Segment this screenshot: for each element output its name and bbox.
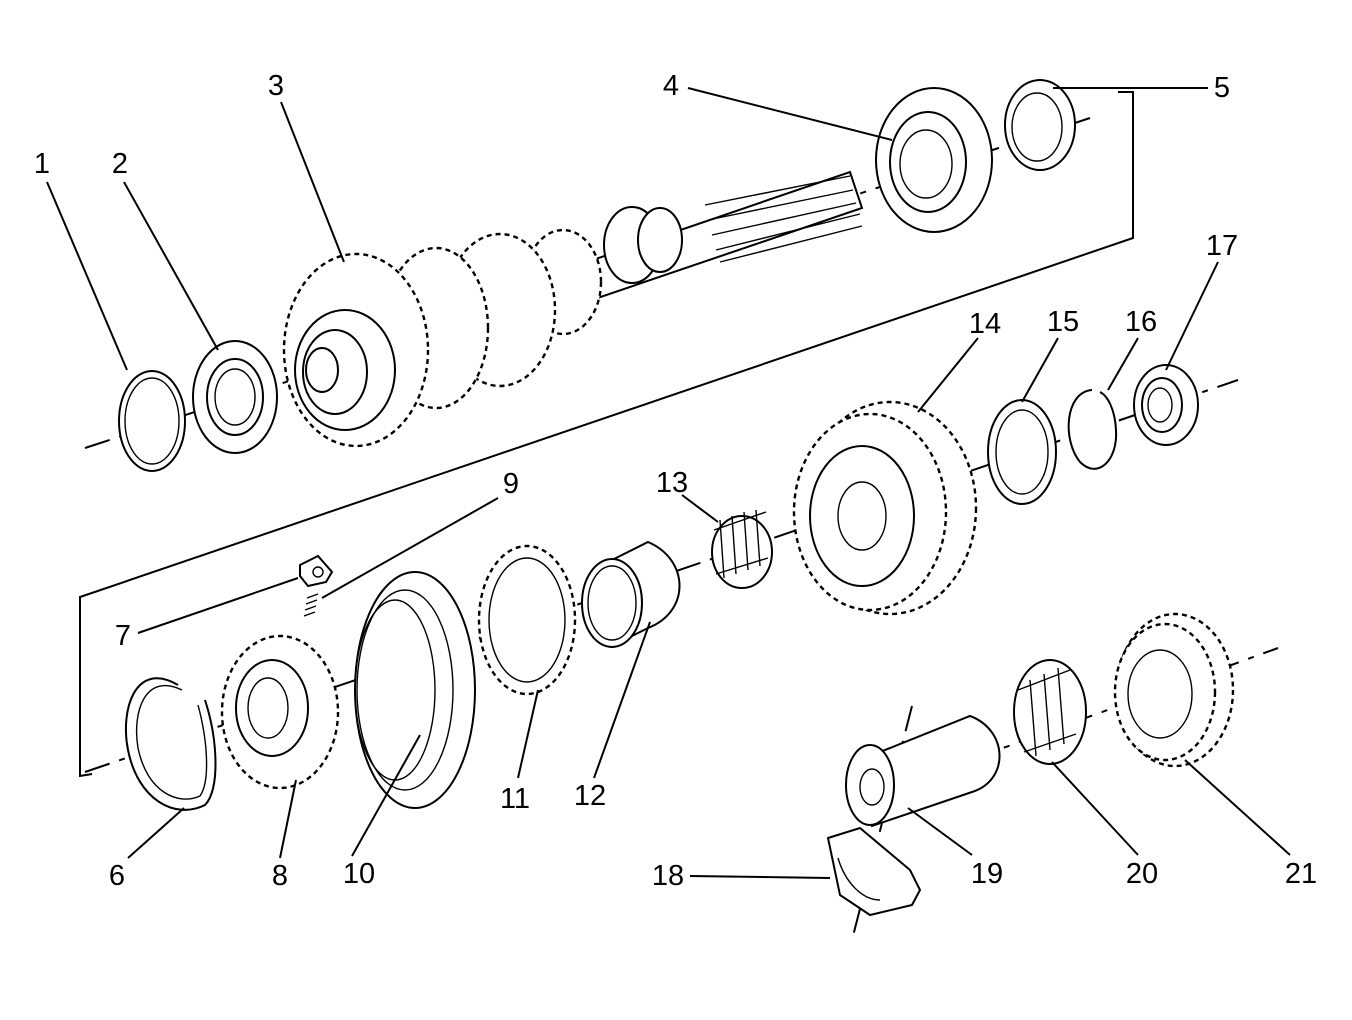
callout-13: 13 [656,467,688,499]
callout-8: 8 [272,860,288,892]
leader-3 [280,101,345,263]
ring-5 [1004,79,1076,171]
callout-4: 4 [663,70,679,102]
shaft-splines [603,175,863,284]
leader-14 [917,337,979,413]
lower-assembly [84,364,1239,811]
bushing-12 [581,540,681,648]
blocker-ring-11 [477,544,577,696]
assembly-bracket-line [79,91,1134,778]
leader-1 [46,181,128,371]
leader-13 [681,494,719,523]
leader-2 [123,181,219,351]
washer-15 [987,399,1057,505]
callout-15: 15 [1047,306,1079,338]
leader-17 [1165,261,1219,371]
gear-21 [1113,612,1235,768]
callout-1: 1 [34,148,50,180]
leader-16 [1107,337,1139,391]
leader-7 [137,577,299,634]
leader-8 [279,779,297,859]
callout-20: 20 [1126,858,1158,890]
callout-12: 12 [574,780,606,812]
callout-19: 19 [971,858,1003,890]
leader-4 [687,87,893,141]
snap-ring-6 [124,677,217,811]
callout-6: 6 [109,860,125,892]
leader-20 [1051,761,1139,856]
callout-7: 7 [115,620,131,652]
countershaft-assembly [826,612,1279,941]
callout-14: 14 [969,308,1001,340]
gear-14 [792,400,978,616]
leader-10 [351,734,421,857]
snap-ring-16 [1067,389,1118,470]
callout-labels: 1 2 3 4 5 6 7 8 9 10 11 12 13 14 15 16 1… [34,70,1317,892]
bearing-2 [192,340,278,454]
leader-11 [517,689,539,779]
bearing-17 [1133,364,1199,446]
leader-19 [907,807,973,856]
leader-12 [593,621,651,779]
leader-21 [1184,759,1291,856]
callout-17: 17 [1206,230,1238,262]
spring-9 [303,593,319,617]
callout-10: 10 [343,858,375,890]
key-7 [299,554,334,588]
shaft-19 [845,714,1001,828]
synchronizer-hub-8 [220,634,340,790]
snap-ring-1 [118,370,186,472]
callout-21: 21 [1285,858,1317,890]
callout-3: 3 [268,70,284,102]
callout-9: 9 [503,468,519,500]
callout-11: 11 [500,783,530,815]
sleeve-10 [354,571,476,809]
callout-5: 5 [1214,72,1230,104]
callout-2: 2 [112,148,128,180]
leader-lines [46,87,1291,879]
leader-15 [1021,337,1059,403]
bearing-4 [875,87,993,233]
needle-bearing-20 [1013,659,1087,765]
gear-cluster-3 [282,228,603,448]
main-shaft-assembly [84,79,1091,472]
callout-16: 16 [1125,306,1157,338]
leader-9 [321,497,499,599]
needle-bearing-13 [711,509,773,589]
leader-6 [127,807,185,859]
callout-18: 18 [652,860,684,892]
leader-18 [689,875,831,879]
thrust-washer-18 [826,826,922,917]
